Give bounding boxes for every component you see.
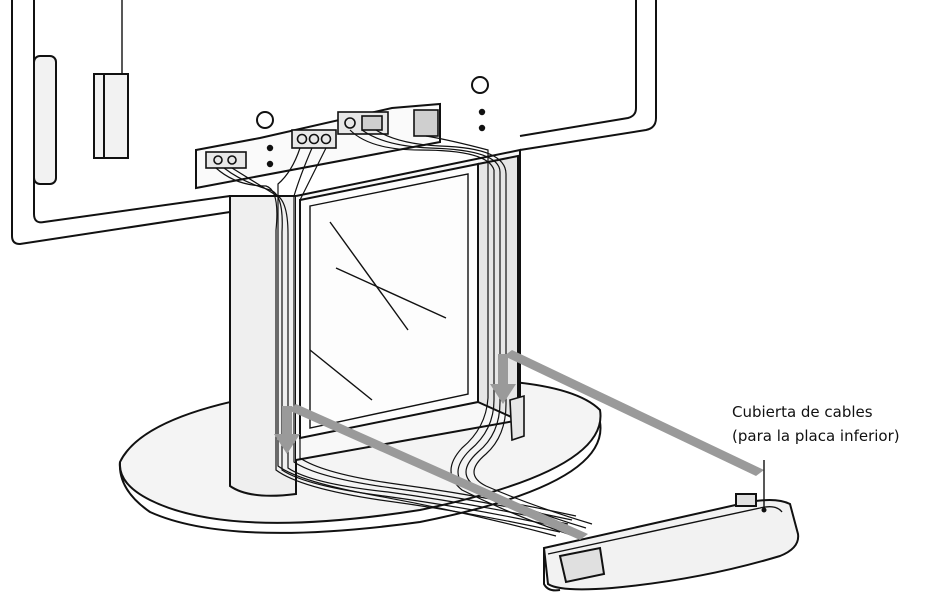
terminal-connectors [205,109,439,169]
cable-cover-part [542,493,800,592]
callout-line-1: Cubierta de cables [732,403,873,421]
callout-line-2: (para la placa inferior) [732,427,900,445]
cable-cover-callout: Cubierta de cables (para la placa inferi… [732,400,942,448]
tv-panel [11,0,657,246]
stand-column [229,148,521,497]
guide-arrows [274,350,764,540]
callout-leader [761,460,767,513]
